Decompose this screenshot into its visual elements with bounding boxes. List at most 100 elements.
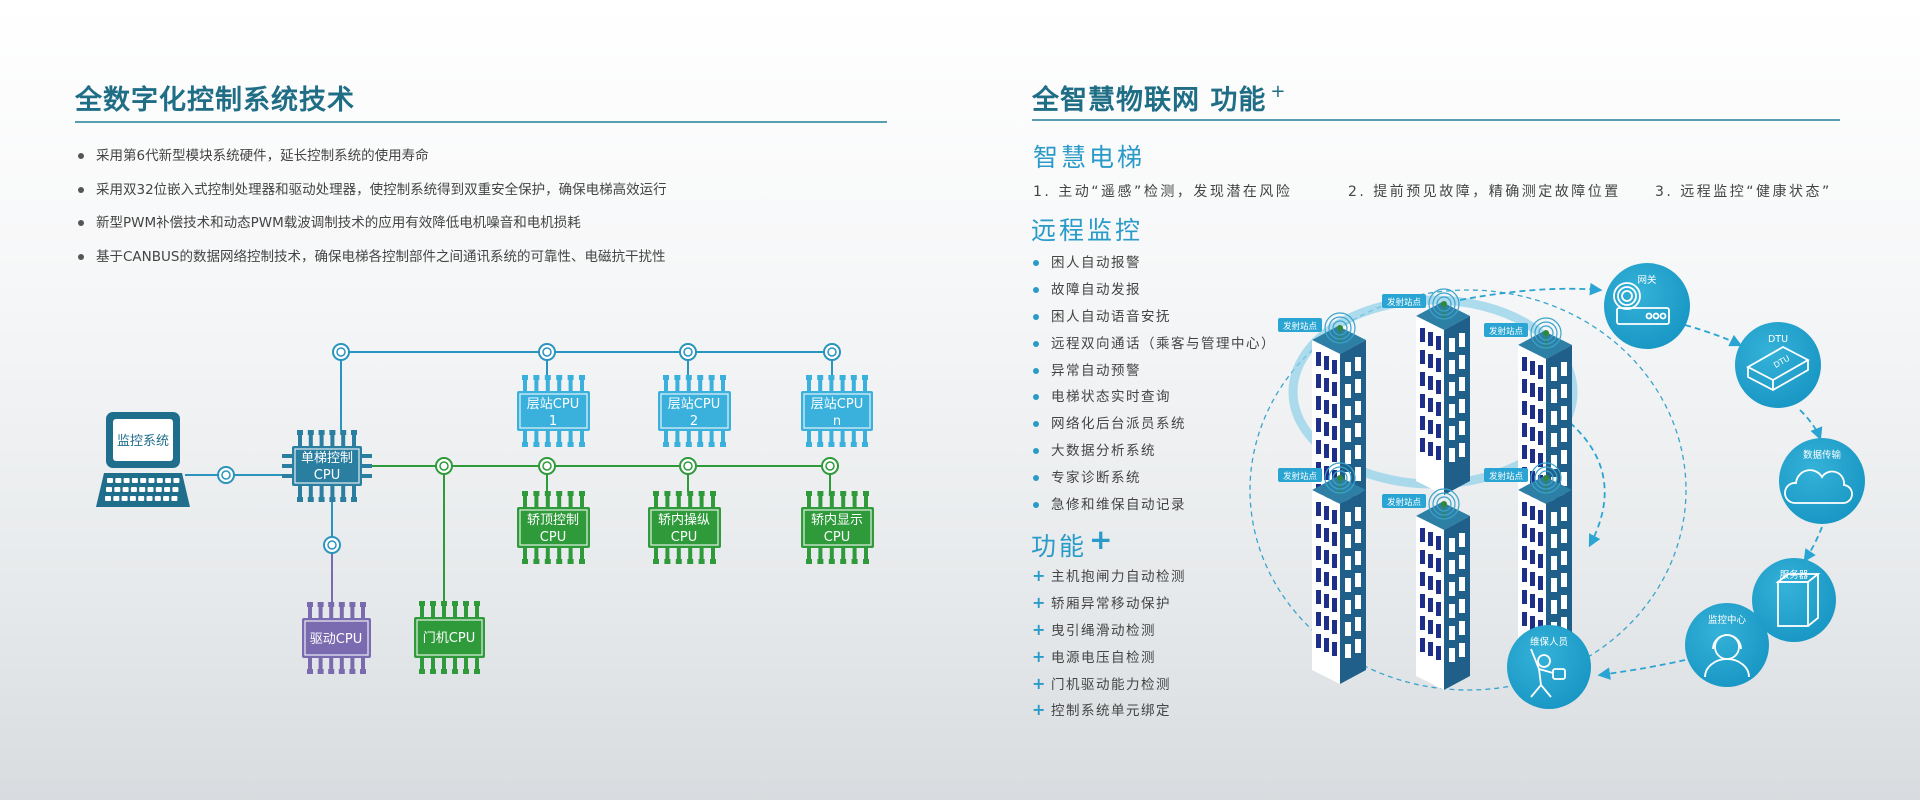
- chip-pins: [663, 375, 726, 447]
- bus-connector-node: [323, 536, 341, 554]
- hall-cpu-chip-2: 层站CPU 2: [658, 375, 731, 447]
- building-icon: [1416, 288, 1470, 495]
- monitor-center-circle: 监控中心: [1685, 603, 1769, 687]
- functions-list: 主机抱闸力自动检测轿厢异常移动保护曳引绳滑动检测电源电压自检测门机驱动能力检测控…: [1032, 566, 1186, 728]
- bus-connector-node: [823, 343, 841, 361]
- transmit-node-label: 发射站点: [1387, 497, 1422, 508]
- remote-monitor-item: 电梯状态实时查询: [1032, 387, 1276, 414]
- drive-cpu-label: 驱动CPU: [310, 632, 362, 647]
- bullet-item: 采用第6代新型模块系统硬件，延长控制系统的使用寿命: [76, 146, 667, 180]
- drive-cpu-chip: 驱动CPU: [302, 602, 371, 674]
- transmit-node-label: 发射站点: [1489, 326, 1524, 337]
- data-transfer-circle-label: 数据传输: [1803, 449, 1842, 461]
- remote-monitor-item: 大数据分析系统: [1032, 441, 1276, 468]
- router-icon: [1613, 282, 1670, 325]
- left-title-rule: [75, 121, 887, 123]
- remote-monitor-item: 故障自动发报: [1032, 280, 1276, 307]
- smart-point-1: 1. 主动“遥感”检测，发现潜在风险: [1033, 184, 1293, 200]
- dtu-circle-label: DTU: [1768, 334, 1788, 345]
- headset-person-icon: [1704, 634, 1750, 678]
- remote-monitor-item: 网络化后台派员系统: [1032, 414, 1276, 441]
- function-item: 控制系统单元绑定: [1032, 700, 1186, 728]
- chip-pins: [522, 375, 585, 447]
- function-item: 电源电压自检测: [1032, 647, 1186, 675]
- monitor-computer-icon: [96, 412, 190, 507]
- plus-icon: +: [1089, 523, 1116, 556]
- bus-connector-node: [538, 343, 556, 361]
- chip-pins: [806, 375, 868, 447]
- chip-pins: [653, 491, 716, 564]
- transmit-node-badge: 发射站点: [1278, 318, 1322, 332]
- hall-cpu-label: 1: [549, 414, 557, 429]
- server-circle-label: 服务器: [1780, 569, 1809, 581]
- maintenance-circle-label: 维保人员: [1530, 636, 1568, 648]
- car-top-cpu-chip: 轿顶控制 CPU: [517, 491, 590, 564]
- function-item: 轿厢异常移动保护: [1032, 593, 1186, 621]
- maintenance-circle: 维保人员: [1507, 625, 1591, 709]
- right-title: 全智慧物联网 功能+: [1032, 78, 1287, 117]
- car-operation-cpu-chip: 轿内操纵 CPU: [648, 491, 721, 564]
- remote-monitor-list: 困人自动报警故障自动发报困人自动语音安抚远程双向通话（乘客与管理中心）异常自动预…: [1032, 253, 1276, 522]
- transmit-node-badge: 发射站点: [1382, 494, 1426, 508]
- bus-connector-node: [538, 457, 556, 475]
- right-title-text: 全智慧物联网 功能: [1032, 85, 1267, 116]
- transmit-node-badge: 发射站点: [1278, 468, 1322, 482]
- hall-cpu-chip-1: 层站CPU 1: [517, 375, 590, 447]
- right-title-rule: [1032, 119, 1840, 121]
- network-dashed-ellipse: [1249, 289, 1687, 691]
- hall-cpu-label: 层站CPU: [527, 397, 579, 412]
- bus-connector-node: [332, 343, 350, 361]
- dtu-box-icon: [1746, 345, 1810, 392]
- gateway-circle: 网关: [1604, 263, 1690, 349]
- chip-pins: [282, 430, 372, 502]
- transmit-node-badge: 发射站点: [1484, 468, 1528, 482]
- function-item: 曳引绳滑动检测: [1032, 620, 1186, 648]
- left-title: 全数字化控制系统技术: [75, 85, 355, 116]
- cloud-icon: [1784, 469, 1853, 504]
- building-icon: [1518, 462, 1572, 659]
- chip-pins: [419, 601, 480, 674]
- hall-cpu-label: 层站CPU: [668, 397, 720, 412]
- remote-monitor-heading: 远程监控: [1031, 216, 1144, 245]
- car-cpu-label: 轿顶控制: [527, 513, 579, 528]
- chip-pins: [307, 602, 366, 674]
- main-cpu-label: CPU: [314, 468, 340, 483]
- hall-cpu-label: 2: [690, 414, 698, 429]
- remote-monitor-item: 异常自动预警: [1032, 361, 1276, 388]
- bullet-item: 新型PWM补偿技术和动态PWM载波调制技术的应用有效降低电机噪音和电机损耗: [76, 213, 667, 247]
- car-cpu-label: CPU: [540, 530, 566, 545]
- bus-connector-node: [217, 466, 235, 484]
- hall-cpu-chip-n: 层站CPU n: [801, 375, 873, 447]
- transmit-node-label: 发射站点: [1283, 321, 1318, 332]
- left-bullet-list: 采用第6代新型模块系统硬件，延长控制系统的使用寿命 采用双32位嵌入式控制处理器…: [76, 146, 667, 280]
- monitor-label: 监控系统: [117, 434, 169, 449]
- smart-point-2: 2. 提前预见故障，精确测定故障位置: [1348, 184, 1621, 200]
- functions-heading-text: 功能: [1031, 532, 1088, 561]
- car-cpu-label: 轿内操纵: [658, 512, 710, 528]
- car-cpu-label: 轿内显示: [811, 512, 863, 528]
- remote-monitor-item: 急修和维保自动记录: [1032, 495, 1276, 522]
- building-icon: [1312, 462, 1366, 684]
- server-icon: [1775, 573, 1821, 627]
- remote-monitor-item: 专家诊断系统: [1032, 468, 1276, 495]
- main-cpu-label: 单梯控制: [301, 451, 353, 466]
- transmit-node-label: 发射站点: [1283, 471, 1318, 482]
- chip-pins: [522, 491, 585, 564]
- bus-connector-node: [435, 457, 453, 475]
- smart-point-3: 3. 远程监控“健康状态”: [1655, 184, 1832, 200]
- smart-elevator-heading: 智慧电梯: [1033, 143, 1146, 172]
- remote-monitor-item: 困人自动报警: [1032, 253, 1276, 280]
- door-cpu-label: 门机CPU: [423, 631, 475, 646]
- bus-connector-node: [679, 457, 697, 475]
- server-circle: 服务器: [1752, 558, 1836, 642]
- hall-cpu-label: 层站CPU: [811, 397, 863, 412]
- function-item: 主机抱闸力自动检测: [1032, 566, 1186, 594]
- plus-icon: +: [1270, 81, 1287, 102]
- car-cpu-label: CPU: [824, 530, 850, 545]
- chip-pins: [806, 491, 869, 564]
- remote-monitor-item: 困人自动语音安抚: [1032, 307, 1276, 334]
- car-display-cpu-chip: 轿内显示 CPU: [801, 491, 874, 564]
- function-item: 门机驱动能力检测: [1032, 674, 1186, 702]
- building-icon: [1416, 488, 1470, 690]
